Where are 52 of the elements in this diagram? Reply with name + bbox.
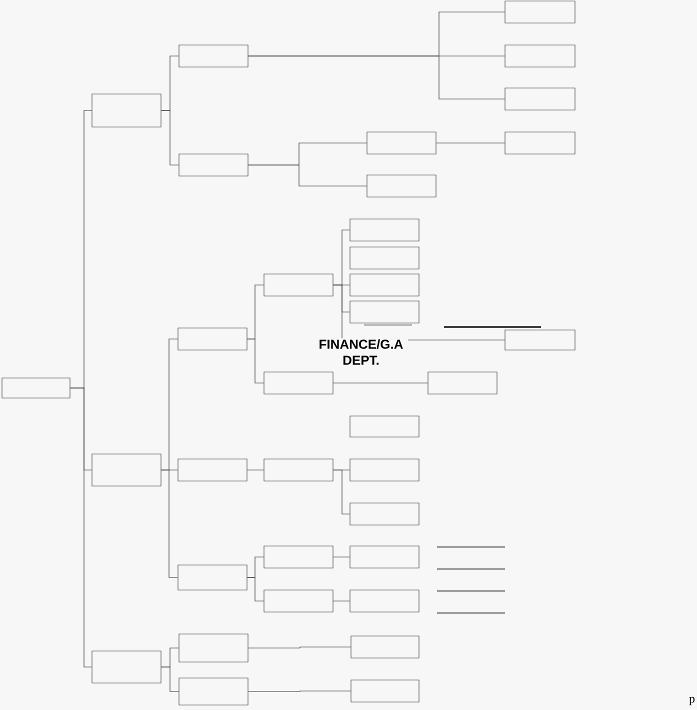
edge-label: FINANCE/G.A DEPT. — [314, 338, 408, 366]
org-box — [350, 246, 420, 270]
connector-line — [70, 388, 92, 668]
org-box — [264, 458, 334, 482]
org-box — [366, 174, 436, 198]
connector-line — [247, 577, 264, 602]
org-box — [504, 44, 576, 68]
org-box — [350, 502, 420, 526]
org-box — [264, 274, 334, 296]
connector-line — [333, 470, 350, 514]
connector-line — [248, 164, 367, 186]
org-box — [350, 300, 420, 324]
connector-line — [248, 56, 505, 100]
org-box — [178, 458, 248, 482]
org-box — [350, 416, 420, 438]
connector-line — [161, 666, 179, 692]
org-box — [350, 546, 420, 568]
org-box — [178, 678, 248, 706]
org-box — [504, 132, 576, 154]
org-box — [350, 274, 420, 296]
org-box — [178, 328, 248, 350]
org-box — [350, 218, 420, 242]
connector-line — [248, 690, 351, 692]
org-box — [178, 154, 248, 176]
org-box — [350, 458, 420, 482]
org-box — [350, 636, 420, 658]
connector-line — [247, 338, 264, 384]
connector-line — [161, 110, 179, 166]
org-box — [366, 132, 436, 154]
org-box — [504, 330, 576, 350]
org-box — [264, 372, 334, 394]
org-box — [92, 650, 162, 684]
connector-line — [161, 470, 178, 578]
org-box — [92, 94, 162, 128]
org-box — [92, 454, 162, 486]
org-box — [178, 564, 248, 590]
org-box — [264, 546, 334, 568]
org-box — [504, 88, 576, 110]
org-box — [428, 372, 498, 394]
org-box — [178, 634, 248, 662]
org-box — [178, 44, 248, 68]
page-letter: p — [689, 696, 695, 706]
org-box — [504, 0, 576, 24]
org-box — [350, 590, 420, 612]
connector-line — [436, 142, 505, 144]
connector-line — [333, 600, 350, 602]
org-box — [350, 680, 420, 702]
connector-line — [248, 646, 351, 648]
org-box — [2, 378, 70, 398]
connector-line — [333, 382, 428, 384]
org-box — [264, 590, 334, 612]
connector-line — [333, 556, 350, 558]
